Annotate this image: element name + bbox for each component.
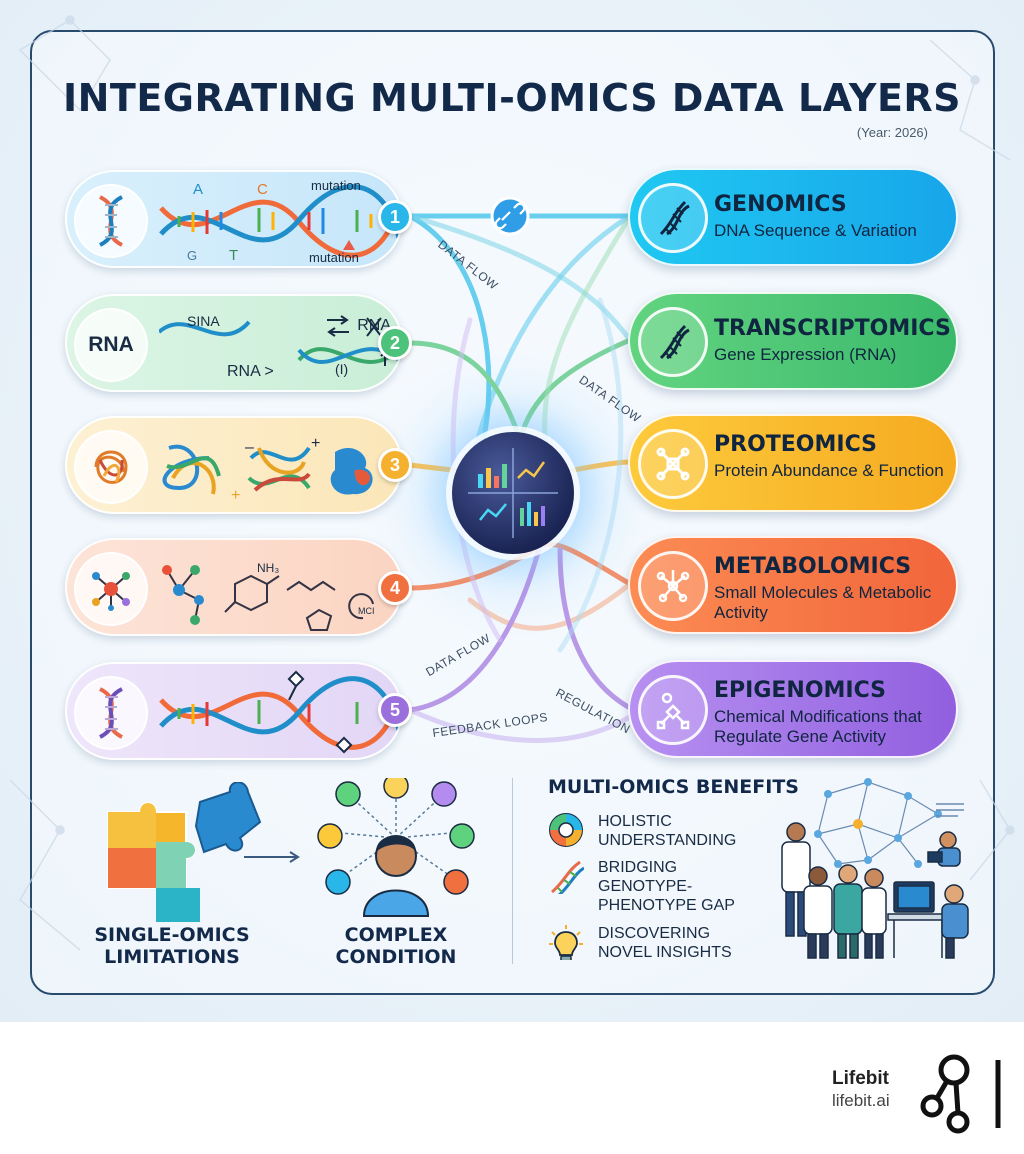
base-label-t: T — [229, 247, 238, 264]
protein-fold-icon — [74, 430, 148, 504]
arrow-icon — [244, 851, 300, 863]
svg-text:–: – — [245, 439, 254, 456]
dna-helix-art: A C mutation G T mutation — [159, 178, 399, 265]
layer-title-proteomics: PROTEOMICS — [714, 432, 877, 457]
molecule-icon — [638, 429, 708, 499]
flow-line-2 — [407, 340, 523, 443]
layer-number-3: 3 — [378, 448, 412, 482]
flow-line-3 — [407, 462, 455, 473]
rna-icon-label: RNA — [88, 333, 134, 356]
layer-number-4: 4 — [378, 571, 412, 605]
flow-line-5 — [407, 542, 543, 713]
layer-title-transcriptomics: TRANSCRIPTOMICS — [714, 316, 951, 341]
methylation-dna-art — [159, 670, 399, 754]
methylation-icon — [638, 675, 708, 745]
left-layer-4: NH₃ MCI — [65, 538, 403, 636]
svg-text:+: + — [311, 435, 320, 452]
layer-card-metabolomics: METABOLOMICS Small Molecules & Metabolic… — [628, 536, 958, 634]
base-label-g: G — [187, 248, 197, 263]
layer-subtitle-transcriptomics: Gene Expression (RNA) — [714, 345, 897, 364]
puzzle-pieces-icon — [107, 782, 262, 922]
benefits-title: MULTI-OMICS BENEFITS — [548, 776, 799, 798]
dna-icon — [74, 184, 148, 258]
art-label-i: (I) — [335, 361, 348, 377]
base-label-c: C — [257, 181, 268, 198]
rna-icon: RNA — [74, 308, 148, 382]
brand-url: lifebit.ai — [832, 1091, 890, 1110]
dna-icon — [638, 307, 708, 377]
research-team-illustration — [781, 778, 969, 959]
layer-number-1: 1 — [378, 200, 412, 234]
layer-title-genomics: GENOMICS — [714, 192, 847, 217]
analytics-chart-icon — [468, 448, 558, 538]
layer-subtitle-proteomics: Protein Abundance & Function — [714, 461, 944, 480]
left-layer-2: RNA SINA RNA RNA > (I) — [65, 294, 403, 392]
brand-name: Lifebit — [832, 1068, 889, 1089]
left-layer-3: – + + — [65, 416, 403, 514]
layer-card-proteomics: PROTEOMICS Protein Abundance & Function — [628, 414, 958, 512]
single-omics-limitations-label: SINGLE-OMICS LIMITATIONS — [94, 924, 250, 968]
art-label-sina: SINA — [187, 313, 220, 329]
art-label-rna-left: RNA > — [227, 363, 274, 380]
background-network — [9, 15, 1015, 951]
layer-subtitle-epigenomics: Chemical Modifications that Regulate Gen… — [714, 707, 922, 746]
omics-wheel-icon — [549, 813, 583, 847]
layer-card-transcriptomics: TRANSCRIPTOMICS Gene Expression (RNA) — [628, 292, 958, 390]
left-layer-1: A C mutation G T mutation — [65, 170, 403, 268]
complex-condition-label: COMPLEX CONDITION — [335, 924, 457, 968]
benefit-text-holistic: HOLISTIC UNDERSTANDING — [598, 813, 737, 849]
layer-title-metabolomics: METABOLOMICS — [714, 554, 912, 579]
layer-number-5: 5 — [378, 693, 412, 727]
molecule-icon — [638, 551, 708, 621]
layer-title-epigenomics: EPIGENOMICS — [714, 678, 887, 703]
protein-structures-art: – + + — [162, 435, 373, 504]
lightbulb-icon — [549, 925, 583, 960]
art-label-nh3: NH₃ — [257, 561, 279, 575]
molecule-icon — [74, 552, 148, 626]
layer-subtitle-metabolomics: Small Molecules & Metabolic Activity — [714, 583, 932, 622]
dna-icon — [74, 676, 148, 750]
year-label: (Year: 2026) — [856, 125, 928, 140]
mutation-label-top: mutation — [311, 178, 361, 193]
lifebit-logo-icon — [920, 1054, 1001, 1134]
benefit-text-bridging: BRIDGING GENOTYPE-PHENOTYPE GAP — [598, 859, 735, 914]
link-node — [490, 196, 530, 236]
layer-card-epigenomics: EPIGENOMICS Chemical Modifications that … — [628, 660, 958, 758]
base-label-a: A — [193, 181, 203, 198]
section-divider — [512, 778, 513, 964]
complex-condition-person-icon — [317, 778, 475, 917]
left-layer-5 — [65, 662, 403, 760]
dna-icon — [551, 860, 584, 894]
art-label-mci: MCI — [358, 606, 375, 616]
dna-icon — [638, 183, 708, 253]
integration-hub — [452, 432, 574, 554]
infographic-canvas: INTEGRATING MULTI-OMICS DATA LAYERS (Yea… — [0, 0, 1024, 1022]
rna-transcription-art: SINA RNA RNA > (I) — [159, 313, 399, 380]
layer-number-2: 2 — [378, 326, 412, 360]
benefit-text-insights: DISCOVERING NOVEL INSIGHTS — [598, 925, 732, 961]
mutation-label-bottom: mutation — [309, 250, 359, 265]
layer-subtitle-genomics: DNA Sequence & Variation — [714, 221, 917, 240]
metabolite-structures-art: NH₃ MCI — [162, 561, 375, 631]
layer-card-genomics: GENOMICS DNA Sequence & Variation — [628, 168, 958, 266]
page-title: INTEGRATING MULTI-OMICS DATA LAYERS — [62, 76, 962, 120]
svg-text:+: + — [231, 487, 240, 504]
